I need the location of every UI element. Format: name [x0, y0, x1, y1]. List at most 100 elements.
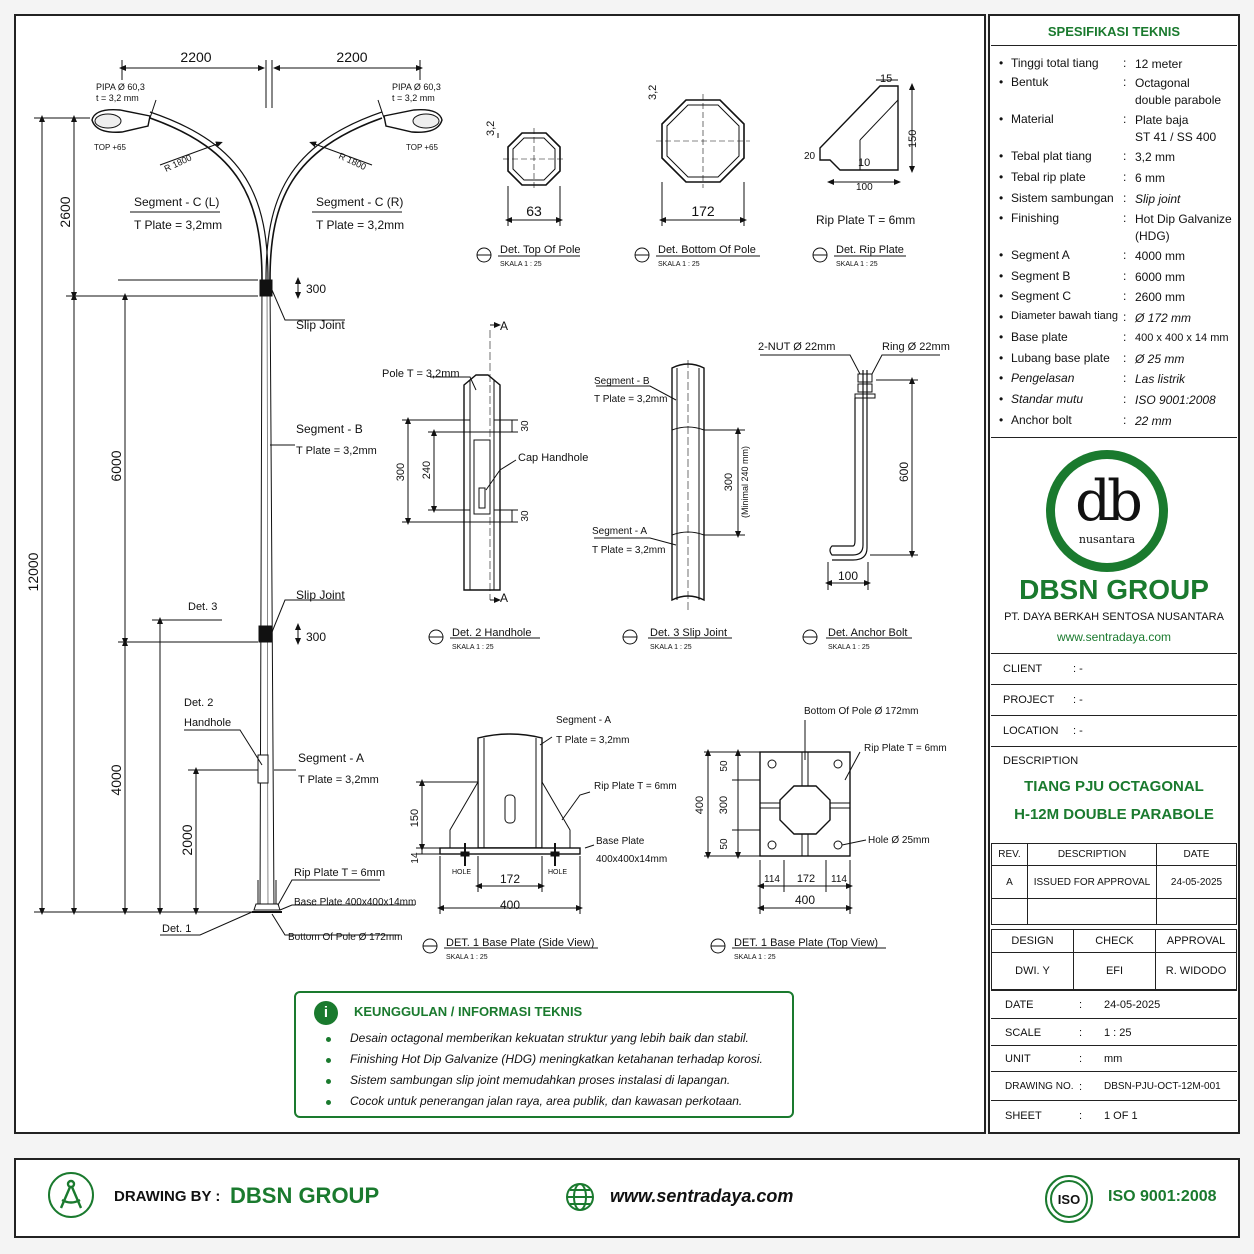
- seg-b-t: T Plate = 3,2mm: [296, 445, 377, 457]
- base-top-hole: Hole Ø 25mm: [868, 835, 930, 846]
- radius-right: R 1800: [337, 151, 368, 172]
- title-block-frame: [988, 14, 1240, 1134]
- bottom-pole-scale: SKALA 1 : 25: [658, 261, 700, 268]
- rip-label: Rip Plate T = 6mm: [816, 213, 915, 227]
- dim-300-bottom: 300: [306, 630, 326, 644]
- seg-c-right-t: T Plate = 3,2mm: [316, 218, 404, 232]
- iso-badge-text: ISO: [1057, 1191, 1081, 1207]
- rip-scale: SKALA 1 : 25: [836, 261, 878, 268]
- base-side-seg-a-t: T Plate = 3,2mm: [556, 735, 629, 746]
- handhole-d300: 300: [395, 463, 407, 481]
- top-pole-scale: SKALA 1 : 25: [500, 261, 542, 268]
- handhole-a-bottom: A: [500, 591, 508, 605]
- seg-a-t: T Plate = 3,2mm: [298, 774, 379, 786]
- top-pole-dim: 63: [526, 203, 542, 219]
- project-value: : -: [1073, 694, 1083, 706]
- det2-handhole: Handhole: [184, 717, 231, 729]
- dim-6000: 6000: [108, 450, 124, 481]
- rev-empty: [991, 898, 1028, 925]
- slip-seg-a: Segment - A: [592, 526, 647, 537]
- bottom-pole-t: 3,2: [647, 85, 659, 100]
- dim-12000: 12000: [25, 552, 41, 591]
- description-line-1: TIANG PJU OCTAGONAL: [1024, 778, 1204, 795]
- top-pole-title: Det. Top Of Pole: [500, 244, 581, 256]
- logo-sub: nusantara: [1078, 533, 1136, 546]
- handhole-title: Det. 2 Handhole: [452, 627, 532, 639]
- handhole-cap: Cap Handhole: [518, 452, 588, 464]
- handhole-d240: 240: [421, 461, 433, 479]
- base-top-d400h: 400: [795, 893, 815, 907]
- base-top-d114b: 114: [831, 874, 847, 885]
- rev-date-header: DATE: [1156, 843, 1237, 866]
- info-item: Sistem sambungan slip joint memudahkan p…: [350, 1073, 731, 1087]
- rev-desc-header: DESCRIPTION: [1027, 843, 1157, 866]
- scale-value: 1 : 25: [1104, 1027, 1132, 1039]
- slip-joint-label-2: Slip Joint: [296, 588, 345, 602]
- slip-min: (Minimal 240 mm): [740, 446, 750, 518]
- info-title: KEUNGGULAN / INFORMASI TEKNIS: [354, 1004, 583, 1019]
- rip-d100: 100: [856, 182, 873, 193]
- base-top-title: DET. 1 Base Plate (Top View): [734, 937, 878, 949]
- rip-d10: 10: [858, 157, 870, 169]
- rev-value: A: [991, 865, 1028, 899]
- base-plate-label: Base Plate 400x400x14mm: [294, 897, 416, 908]
- compass-icon: [48, 1172, 94, 1218]
- check-header: CHECK: [1073, 929, 1156, 953]
- base-top-scale: SKALA 1 : 25: [734, 954, 776, 961]
- top-right-label: TOP +65: [406, 143, 439, 152]
- info-bullet: [326, 1079, 331, 1084]
- company-logo: db nusantara: [1046, 450, 1168, 572]
- anchor-d100: 100: [838, 569, 858, 583]
- brand-name: DBSN GROUP: [1019, 574, 1209, 605]
- globe-icon: [564, 1181, 596, 1218]
- base-top-d300: 300: [718, 796, 730, 814]
- base-side-seg-a: Segment - A: [556, 715, 611, 726]
- slip-seg-b: Segment - B: [594, 376, 650, 387]
- dim-2600: 2600: [57, 196, 73, 227]
- rev-desc-value: ISSUED FOR APPROVAL: [1027, 865, 1157, 899]
- bottom-pole-title: Det. Bottom Of Pole: [658, 244, 756, 256]
- logo-text: db: [1075, 469, 1143, 534]
- approval-value: R. WIDODO: [1155, 952, 1237, 990]
- handhole-a-top: A: [500, 319, 508, 333]
- base-side-base-size: 400x400x14mm: [596, 854, 667, 865]
- info-bullet: [326, 1058, 331, 1063]
- date-label: DATE: [1005, 999, 1034, 1011]
- brand-website: www.sentradaya.com: [1056, 630, 1172, 644]
- top-pole-t: 3,2: [485, 121, 497, 136]
- base-side-d172: 172: [500, 872, 520, 886]
- anchor-title: Det. Anchor Bolt: [828, 627, 908, 639]
- base-side-d150: 150: [409, 809, 421, 827]
- client-label: CLIENT: [1003, 663, 1043, 675]
- pipe-right-2: t = 3,2 mm: [392, 93, 435, 103]
- det3-label: Det. 3: [188, 601, 217, 613]
- det1-label: Det. 1: [162, 923, 191, 935]
- rip-d20: 20: [804, 151, 816, 162]
- base-side-d400: 400: [500, 898, 520, 912]
- location-label: LOCATION: [1003, 725, 1059, 737]
- rev-date-value: 24-05-2025: [1156, 865, 1237, 899]
- slip-d300: 300: [723, 473, 735, 491]
- brand-company: PT. DAYA BERKAH SENTOSA NUSANTARA: [1004, 611, 1224, 623]
- handhole-d30b: 30: [520, 510, 531, 522]
- drawing-no-label: DRAWING NO.: [1005, 1081, 1074, 1092]
- slip-joint-label-1: Slip Joint: [296, 318, 345, 332]
- footer-website[interactable]: www.sentradaya.com: [610, 1186, 794, 1206]
- sheet-label: SHEET: [1005, 1110, 1042, 1122]
- slip-seg-a-t: T Plate = 3,2mm: [592, 545, 665, 556]
- approval-header: APPROVAL: [1155, 929, 1237, 953]
- base-top-d114a: 114: [764, 874, 780, 885]
- rip-d15: 15: [880, 73, 892, 85]
- base-top-bottom: Bottom Of Pole Ø 172mm: [804, 706, 919, 717]
- unit-label: UNIT: [1005, 1053, 1031, 1065]
- bottom-pole-label: Bottom Of Pole Ø 172mm: [288, 932, 403, 943]
- design-value: DWI. Y: [991, 952, 1074, 990]
- dim-2000: 2000: [179, 824, 195, 855]
- anchor-d600: 600: [897, 462, 911, 482]
- sheet-value: 1 OF 1: [1104, 1110, 1138, 1122]
- info-icon: i: [314, 1001, 338, 1025]
- pole-elevation-drawing: 2200 2200 PIPA Ø 60,3 t = 3,2 mm PIPA Ø …: [25, 49, 443, 943]
- base-top-d172: 172: [797, 873, 815, 885]
- iso-badge-icon: ISO: [1045, 1175, 1093, 1223]
- design-header: DESIGN: [991, 929, 1074, 953]
